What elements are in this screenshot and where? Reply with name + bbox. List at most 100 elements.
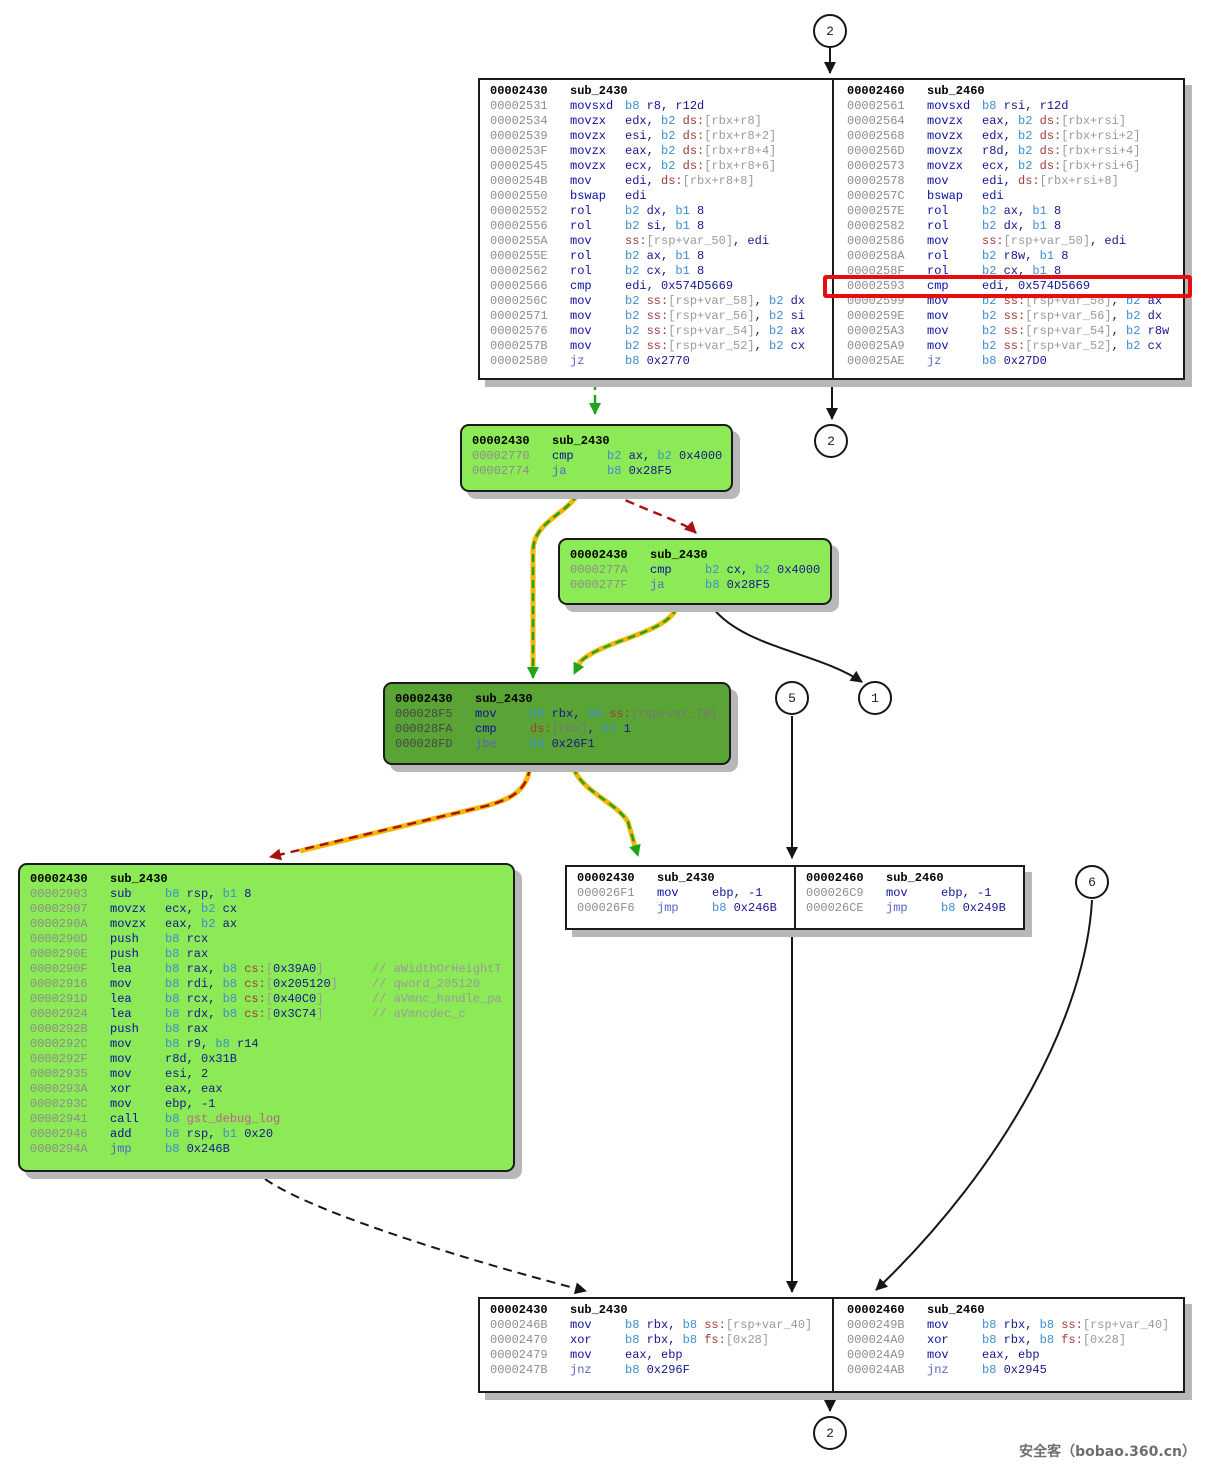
- edge-darkgreen-to-biggreen-underlay: [299, 766, 533, 854]
- graph-node-circle-6[interactable]: 6: [1075, 865, 1109, 899]
- graph-node-circle-1[interactable]: 1: [858, 681, 892, 715]
- graph-node-circle-2-right[interactable]: 2: [814, 424, 848, 458]
- circle-label: 5: [788, 690, 796, 706]
- graph-node-circle-5[interactable]: 5: [775, 681, 809, 715]
- edge-greenA-to-darkgreen: [527, 493, 580, 679]
- edge-greenA-to-greenB: [611, 492, 697, 534]
- edge-greenB-to-darkgreen-underlay: [573, 605, 680, 672]
- graph-node-circle-2-bottom[interactable]: 2: [813, 1416, 847, 1450]
- circle-label: 2: [826, 23, 834, 39]
- edge-circle6-to-botright: [875, 899, 1093, 1291]
- circle-label: 2: [826, 1425, 834, 1441]
- graph-node-circle-2-top[interactable]: 2: [813, 14, 847, 48]
- edge-darkgreen-to-biggreen: [269, 766, 532, 861]
- edge-biggreen-to-botleft: [264, 1178, 587, 1295]
- edge-greenB-to-darkgreen: [572, 606, 679, 675]
- circle-label: 1: [871, 690, 879, 706]
- edge-greenB-to-circle1: [711, 606, 863, 683]
- circle-label: 6: [1088, 874, 1096, 890]
